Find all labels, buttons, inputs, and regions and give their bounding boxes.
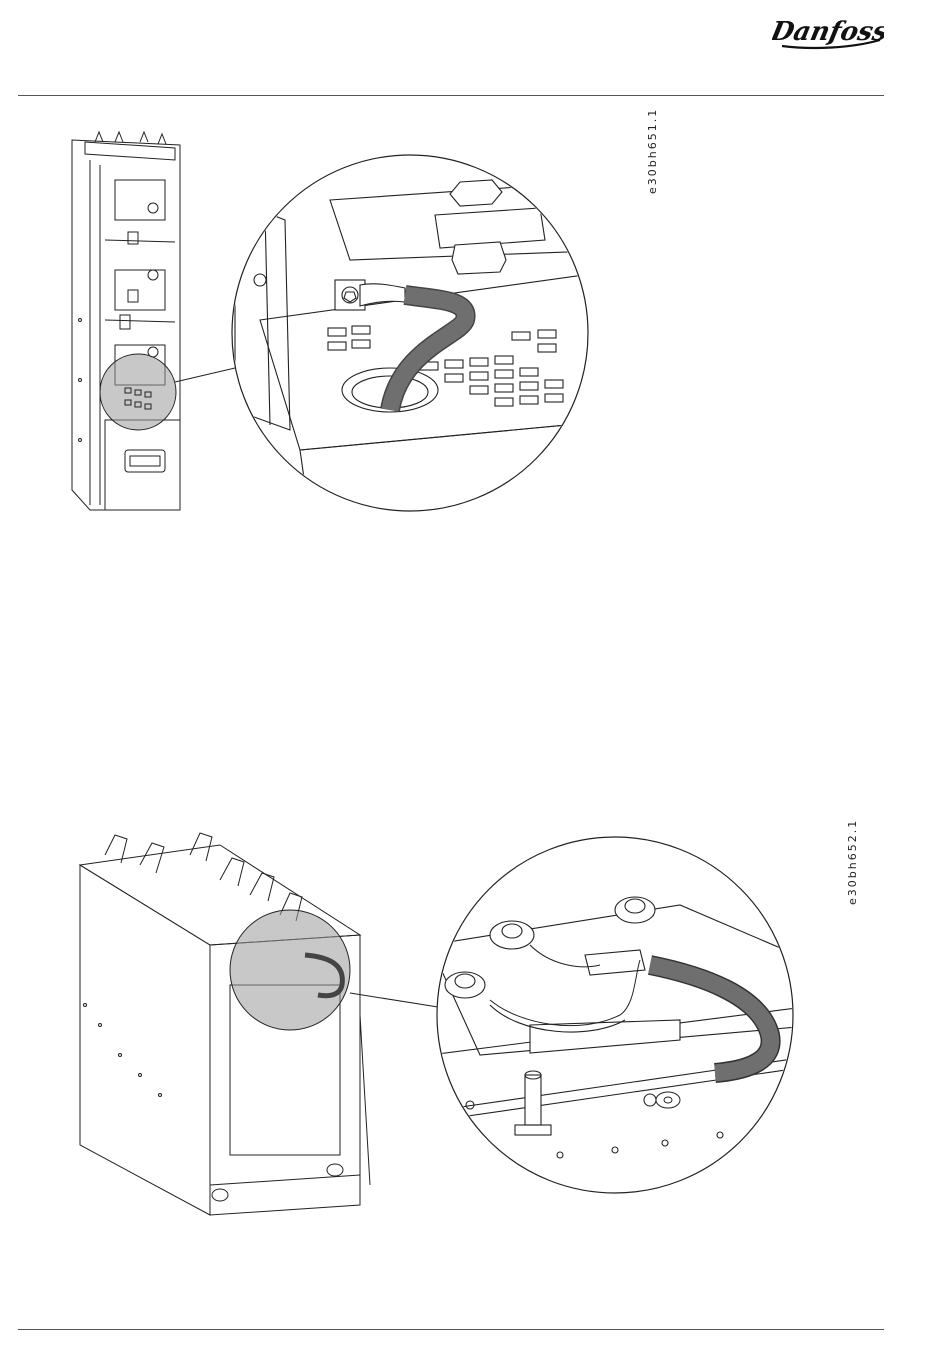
danfoss-logo: Danfoss	[772, 10, 884, 54]
figure-ground-cable-detail: e30bh652.1	[60, 825, 820, 1225]
header-rule	[18, 95, 884, 96]
footer-rule	[18, 1329, 884, 1330]
drive-module-illustration-1	[60, 120, 620, 525]
figure-id-label: e30bh651.1	[646, 108, 659, 194]
figure-ground-cable-overview: e30bh651.1	[60, 120, 620, 525]
drive-module-illustration-2	[60, 825, 820, 1225]
svg-text:Danfoss: Danfoss	[772, 16, 884, 47]
figure-id-label: e30bh652.1	[846, 819, 859, 905]
